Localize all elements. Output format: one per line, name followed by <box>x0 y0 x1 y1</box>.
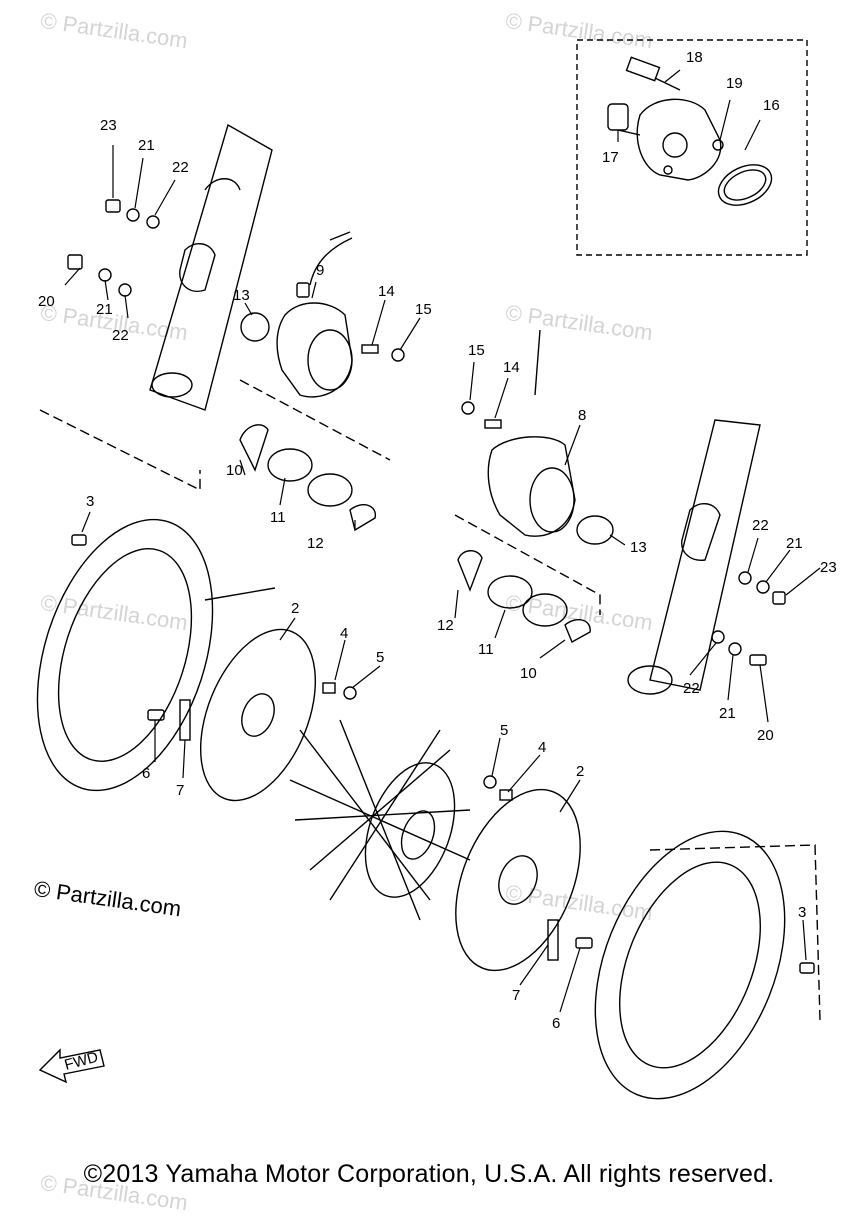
bolt-3 <box>71 534 87 546</box>
callout-21: 21 <box>96 301 113 318</box>
washer <box>146 215 160 229</box>
bolt <box>296 282 310 298</box>
lock-washer-4 <box>322 682 336 694</box>
callout-16: 16 <box>763 97 780 114</box>
callout-15: 15 <box>468 342 485 359</box>
callout-21: 21 <box>719 705 736 722</box>
callout-7: 7 <box>176 782 184 799</box>
seal-13-right <box>576 515 614 545</box>
callout-14: 14 <box>378 283 395 300</box>
callout-22: 22 <box>752 517 769 534</box>
cap <box>461 401 475 415</box>
callout-2: 2 <box>576 763 584 780</box>
washer <box>728 642 742 656</box>
disc-carrier-right <box>455 788 581 972</box>
seal-16 <box>717 164 773 206</box>
callout-5: 5 <box>500 722 508 739</box>
washer <box>711 630 725 644</box>
callout-12: 12 <box>307 535 324 552</box>
callout-11: 11 <box>478 641 494 658</box>
bolt-3 <box>799 962 815 974</box>
callout-23: 23 <box>820 559 837 576</box>
callout-6: 6 <box>142 765 150 782</box>
callout-3: 3 <box>86 493 94 510</box>
washer <box>98 268 112 282</box>
lock-washer-4 <box>499 789 513 801</box>
brake-disc-right <box>594 830 786 1100</box>
callout-22: 22 <box>112 327 129 344</box>
leader-lines <box>64 69 821 1013</box>
callout-8: 8 <box>578 407 586 424</box>
bolt-18 <box>625 56 681 91</box>
brake-pads-right <box>457 550 591 643</box>
washer <box>126 208 140 222</box>
callout-20: 20 <box>38 293 55 310</box>
lock-plate-7 <box>547 919 559 961</box>
callout-11: 11 <box>270 509 286 526</box>
bracket-line <box>649 844 821 1021</box>
callout-18: 18 <box>686 49 703 66</box>
callout-9: 9 <box>316 262 324 279</box>
callout-21: 21 <box>138 137 155 154</box>
callout-19: 19 <box>726 75 743 92</box>
lock-plate-7 <box>179 699 191 741</box>
detail-inset-box <box>576 39 808 256</box>
callout-13: 13 <box>630 539 647 556</box>
nut-5 <box>343 686 357 700</box>
washer <box>756 580 770 594</box>
callout-22: 22 <box>683 680 700 697</box>
callout-5: 5 <box>376 649 384 666</box>
bolt <box>749 654 767 666</box>
nut <box>772 591 786 605</box>
washer <box>118 283 132 297</box>
callout-21: 21 <box>786 535 803 552</box>
callout-22: 22 <box>172 159 189 176</box>
callout-4: 4 <box>538 739 546 756</box>
cap <box>391 348 405 362</box>
wheel-hub <box>289 719 471 921</box>
bolt-6 <box>575 937 593 949</box>
callout-3: 3 <box>798 904 806 921</box>
callout-4: 4 <box>340 625 348 642</box>
bracket-line <box>39 409 201 492</box>
bleeder <box>484 419 502 429</box>
bracket-line <box>239 379 391 461</box>
callout-6: 6 <box>552 1015 560 1032</box>
callout-7: 7 <box>512 987 520 1004</box>
left-fork-leg <box>149 123 273 411</box>
screw-19 <box>712 139 724 151</box>
seal-13-left <box>240 312 270 342</box>
disc-carrier-left <box>199 628 317 802</box>
callout-13: 13 <box>233 287 250 304</box>
callout-14: 14 <box>503 359 520 376</box>
bolt <box>67 254 83 270</box>
callout-12: 12 <box>437 617 454 634</box>
fwd-arrow-icon <box>38 1048 105 1084</box>
callout-2: 2 <box>291 600 299 617</box>
callout-10: 10 <box>226 462 243 479</box>
callout-15: 15 <box>415 301 432 318</box>
callout-10: 10 <box>520 665 537 682</box>
washer <box>738 571 752 585</box>
bolt-17 <box>607 103 641 136</box>
right-fork-leg <box>627 419 761 695</box>
caliper-8 <box>487 329 576 537</box>
bleeder <box>361 344 379 354</box>
callout-20: 20 <box>757 727 774 744</box>
bolt-6 <box>147 709 165 721</box>
bracket-line <box>454 514 601 615</box>
callout-23: 23 <box>100 117 117 134</box>
caliper-9 <box>276 231 353 398</box>
copyright-footer: ©2013 Yamaha Motor Corporation, U.S.A. A… <box>83 1160 775 1188</box>
brake-pads-left <box>239 424 376 532</box>
callout-17: 17 <box>602 149 619 166</box>
nut-5 <box>483 775 497 789</box>
caliper-detail-part <box>636 98 722 181</box>
brake-disc-left <box>36 518 214 792</box>
nut <box>105 199 121 213</box>
